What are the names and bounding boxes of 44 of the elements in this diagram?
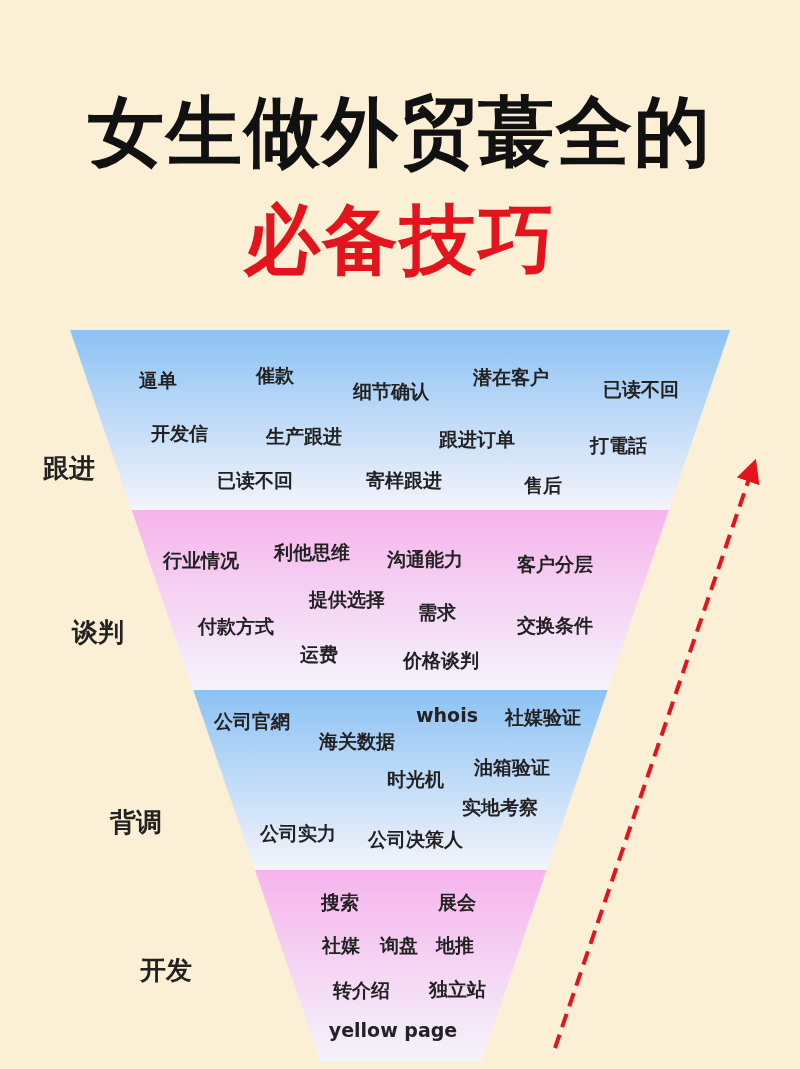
- keyword-text: 逼单: [139, 368, 177, 393]
- stage-label: 开发: [140, 953, 192, 987]
- keyword-text: 行业情况: [163, 548, 239, 573]
- keyword-text: 付款方式: [198, 614, 274, 639]
- keyword-text: 已读不回: [217, 468, 293, 493]
- keyword-text: 油箱验证: [474, 755, 550, 780]
- keyword-text: 打電話: [589, 433, 647, 458]
- keyword-text: 运费: [300, 642, 338, 667]
- keyword-text: 实地考察: [462, 795, 538, 820]
- keyword-text: 沟通能力: [387, 547, 463, 572]
- keyword-text: 开发信: [150, 421, 208, 446]
- keyword-text: 展会: [438, 890, 476, 915]
- keyword-text: 跟进订单: [439, 427, 515, 452]
- stage-label: 背调: [110, 805, 162, 839]
- keyword-text: whois: [416, 704, 478, 726]
- keyword-text: 时光机: [386, 767, 444, 792]
- keyword-text: 需求: [418, 600, 456, 625]
- keyword-text: 交换条件: [517, 613, 593, 638]
- keyword-text: yellow page: [328, 1019, 458, 1041]
- keyword-text: 海关数据: [319, 729, 395, 754]
- keyword-text: 寄样跟进: [366, 468, 442, 493]
- keyword-text: 催款: [256, 363, 294, 388]
- keyword-text: 公司实力: [260, 821, 336, 846]
- keyword-text: 独立站: [428, 977, 486, 1002]
- keyword-text: 已读不回: [603, 377, 679, 402]
- keyword-text: 地推: [436, 933, 474, 958]
- title: 女生做外贸蕞全的必备技巧: [87, 86, 713, 286]
- keyword-text: 客户分层: [517, 552, 593, 577]
- keyword-text: 社媒验证: [505, 705, 581, 730]
- keyword-text: 搜索: [321, 890, 359, 915]
- keyword-text: 转介绍: [332, 978, 390, 1003]
- keyword-text: 利他思维: [274, 540, 350, 565]
- keyword-text: 售后: [524, 473, 562, 498]
- keyword-text: 价格谈判: [403, 648, 479, 673]
- keyword-text: 社媒: [322, 933, 360, 958]
- keyword-text: 询盘: [380, 933, 418, 958]
- stage-label: 跟进: [43, 451, 95, 485]
- stage-label: 谈判: [72, 615, 124, 649]
- keyword-text: 公司决策人: [367, 827, 463, 852]
- keyword-text: 生产跟进: [266, 424, 342, 449]
- keyword-text: 潜在客户: [473, 365, 549, 390]
- keyword-text: 公司官網: [214, 709, 290, 734]
- keyword-text: 提供选择: [309, 587, 385, 612]
- keyword-text: 细节确认: [353, 379, 429, 404]
